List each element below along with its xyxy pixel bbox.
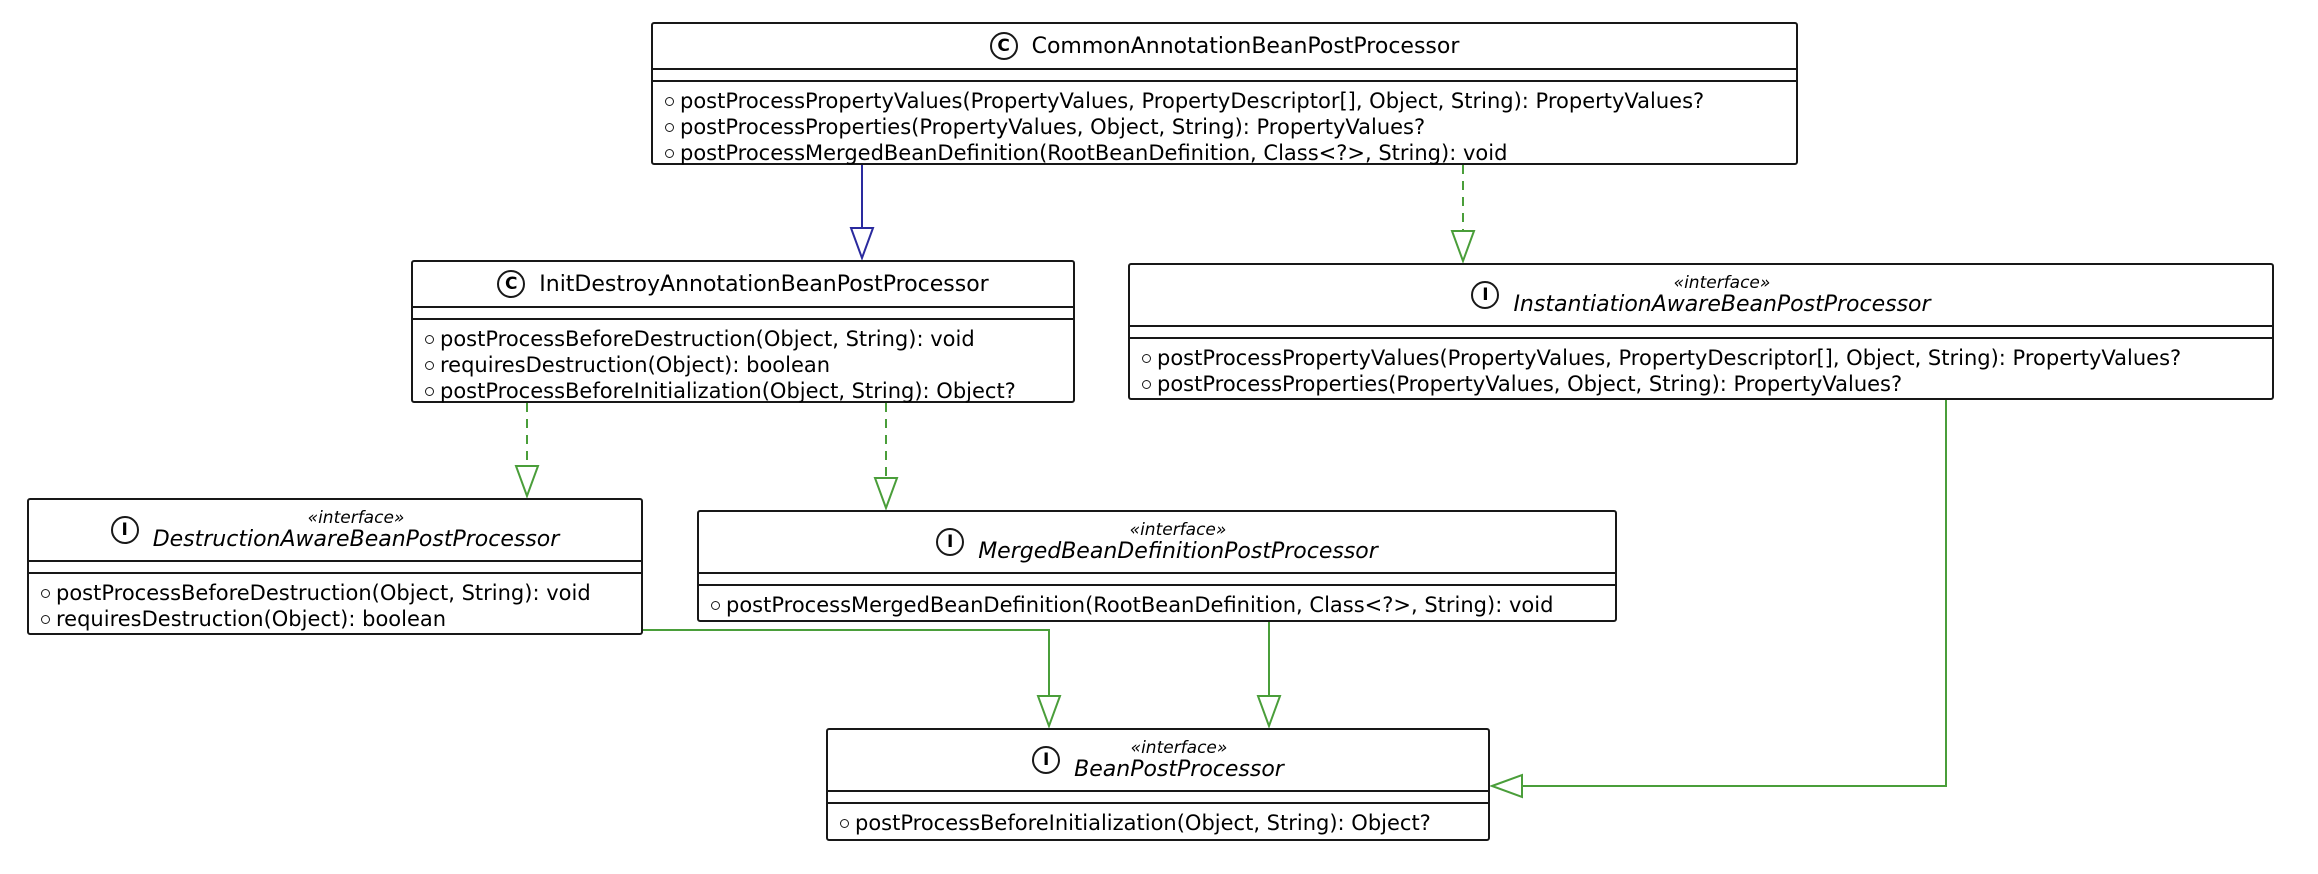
class-c-icon: C [497, 270, 526, 298]
attributes-compartment [29, 562, 641, 574]
public-visibility-icon [840, 819, 849, 828]
hollow-arrowhead-icon [1489, 773, 1523, 799]
interface-destruction-aware-bpp[interactable]: I «interface» DestructionAwareBeanPostPr… [27, 498, 643, 635]
stereotype-label: «interface» [1130, 737, 1228, 758]
attributes-compartment [1130, 327, 2272, 339]
method-item: postProcessProperties(PropertyValues, Ob… [665, 114, 1796, 140]
interface-i-icon: I [936, 528, 965, 556]
class-name: InitDestroyAnnotationBeanPostProcessor [539, 271, 989, 297]
attributes-compartment [653, 70, 1796, 82]
interface-name: InstantiationAwareBeanPostProcessor [1513, 291, 1931, 317]
edge-line [1522, 400, 1947, 787]
class-common-annotation-bpp[interactable]: C CommonAnnotationBeanPostProcessor post… [651, 22, 1798, 165]
interface-bean-post-processor[interactable]: I «interface» BeanPostProcessor postProc… [826, 728, 1490, 841]
hollow-arrowhead-icon [514, 465, 540, 499]
hollow-arrowhead-icon [1036, 695, 1062, 729]
class-c-icon: C [989, 32, 1018, 60]
method-item: postProcessBeforeDestruction(Object, Str… [41, 580, 641, 606]
method-item: postProcessBeforeInitialization(Object, … [425, 378, 1073, 404]
stereotype-label: «interface» [1673, 272, 1771, 293]
edge-initdestroy-implements-merged [873, 403, 899, 511]
attributes-compartment [699, 574, 1615, 586]
hollow-arrowhead-icon [1450, 230, 1476, 264]
interface-header: I «interface» DestructionAwareBeanPostPr… [29, 500, 641, 562]
method-item: postProcessBeforeDestruction(Object, Str… [425, 326, 1073, 352]
interface-instantiation-aware-bpp[interactable]: I «interface» InstantiationAwareBeanPost… [1128, 263, 2274, 400]
interface-header: I «interface» MergedBeanDefinitionPostPr… [699, 512, 1615, 574]
public-visibility-icon [41, 615, 50, 624]
method-item: requiresDestruction(Object): boolean [425, 352, 1073, 378]
edge-destruction-extends-bpp [643, 629, 1062, 729]
public-visibility-icon [665, 97, 674, 106]
public-visibility-icon [711, 601, 720, 610]
methods-compartment: postProcessBeforeDestruction(Object, Str… [413, 320, 1073, 404]
public-visibility-icon [665, 123, 674, 132]
public-visibility-icon [665, 149, 674, 158]
edge-initdestroy-implements-destruction [514, 403, 540, 499]
method-item: postProcessMergedBeanDefinition(RootBean… [711, 592, 1615, 618]
method-item: postProcessMergedBeanDefinition(RootBean… [665, 140, 1796, 166]
stereotype-label: «interface» [1129, 519, 1227, 540]
class-header: C InitDestroyAnnotationBeanPostProcessor [413, 262, 1073, 308]
public-visibility-icon [41, 589, 50, 598]
class-name: CommonAnnotationBeanPostProcessor [1031, 33, 1460, 59]
method-item: postProcessPropertyValues(PropertyValues… [1142, 345, 2272, 371]
edge-common-extends-initdestroy [849, 165, 875, 261]
attributes-compartment [828, 792, 1488, 804]
edge-common-implements-instantiation [1450, 165, 1476, 264]
public-visibility-icon [425, 361, 434, 370]
interface-header: I «interface» InstantiationAwareBeanPost… [1130, 265, 2272, 327]
edge-instantiation-extends-bpp [1489, 400, 1947, 799]
attributes-compartment [413, 308, 1073, 320]
class-header: C CommonAnnotationBeanPostProcessor [653, 24, 1796, 70]
method-item: postProcessProperties(PropertyValues, Ob… [1142, 371, 2272, 397]
interface-i-icon: I [110, 516, 139, 544]
method-item: postProcessBeforeInitialization(Object, … [840, 810, 1488, 836]
public-visibility-icon [425, 335, 434, 344]
methods-compartment: postProcessPropertyValues(PropertyValues… [653, 82, 1796, 166]
method-item: requiresDestruction(Object): boolean [41, 606, 641, 632]
public-visibility-icon [1142, 380, 1151, 389]
hollow-arrowhead-icon [849, 227, 875, 261]
edge-merged-extends-bpp [1256, 622, 1282, 729]
interface-merged-bean-definition-pp[interactable]: I «interface» MergedBeanDefinitionPostPr… [697, 510, 1617, 622]
interface-i-icon: I [1471, 281, 1500, 309]
interface-name: DestructionAwareBeanPostProcessor [152, 526, 560, 552]
methods-compartment: postProcessBeforeDestruction(Object, Str… [29, 574, 641, 632]
interface-header: I «interface» BeanPostProcessor [828, 730, 1488, 792]
method-item: postProcessPropertyValues(PropertyValues… [665, 88, 1796, 114]
interface-name: BeanPostProcessor [1074, 756, 1284, 782]
methods-compartment: postProcessMergedBeanDefinition(RootBean… [699, 586, 1615, 618]
stereotype-label: «interface» [307, 507, 405, 528]
class-init-destroy-annotation-bpp[interactable]: C InitDestroyAnnotationBeanPostProcessor… [411, 260, 1075, 403]
interface-name: MergedBeanDefinitionPostProcessor [978, 538, 1378, 564]
interface-i-icon: I [1032, 746, 1061, 774]
public-visibility-icon [425, 387, 434, 396]
public-visibility-icon [1142, 354, 1151, 363]
methods-compartment: postProcessBeforeInitialization(Object, … [828, 804, 1488, 836]
hollow-arrowhead-icon [873, 477, 899, 511]
methods-compartment: postProcessPropertyValues(PropertyValues… [1130, 339, 2272, 397]
edge-line [643, 629, 1050, 696]
hollow-arrowhead-icon [1256, 695, 1282, 729]
